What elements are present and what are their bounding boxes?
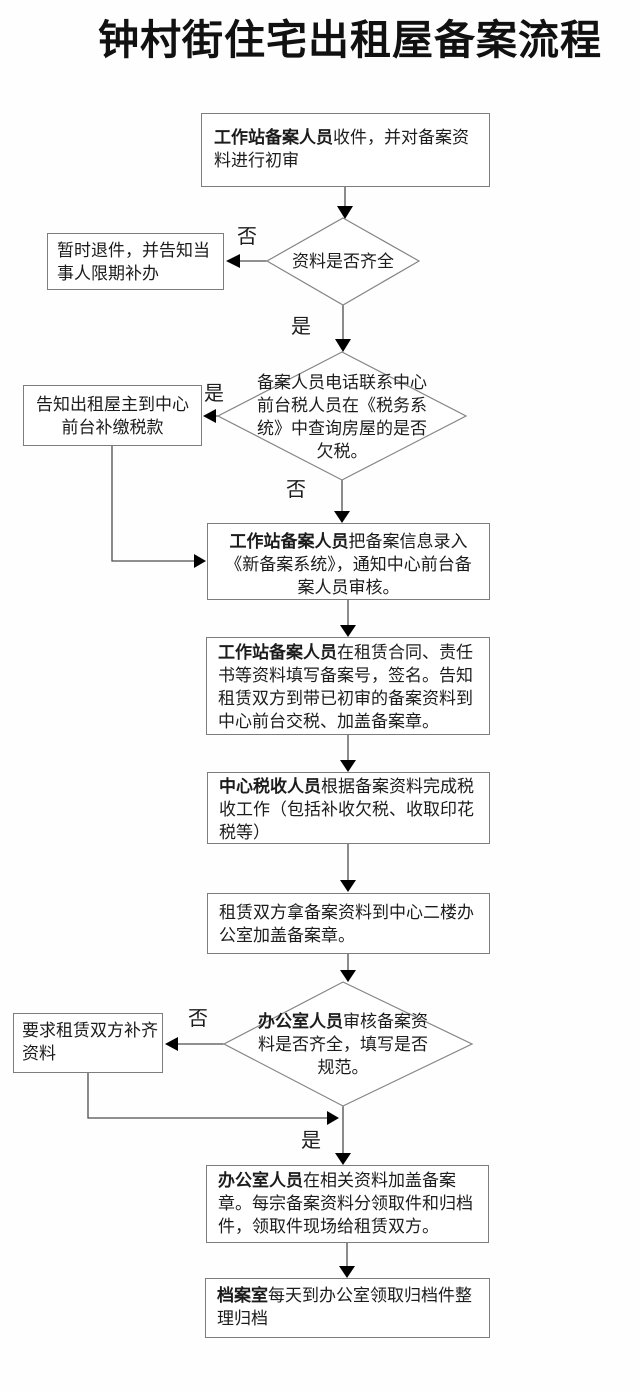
step-notify-tax-box: 告知出租屋主到中心 前台补缴税款 — [23, 385, 202, 446]
arrowhead-right-2 — [327, 1111, 339, 1125]
page-title: 钟村街住宅出租屋备案流程 — [98, 17, 602, 63]
arrowhead-down-7 — [340, 970, 356, 982]
decision-material-complete-label: 资料是否齐全 — [292, 252, 394, 271]
arrowhead-down-5 — [340, 760, 356, 772]
arrowhead-down-1 — [337, 206, 353, 219]
decision-office-check-role: 办公室人员 — [258, 1012, 343, 1031]
arrowhead-down-6 — [340, 880, 356, 892]
arrowhead-left-1 — [226, 254, 240, 268]
branch-no-label-3: 否 — [188, 1008, 208, 1030]
step-receive-text: 收件，并对备案资 料进行初审 — [214, 128, 469, 170]
edge-notify-to-input — [111, 446, 194, 562]
decision-office-check-label: 审核备案资 料是否齐全，填写是否 规范。 — [258, 1012, 428, 1077]
arrowhead-down-9 — [339, 1266, 355, 1278]
diamond-material-complete — [265, 217, 421, 306]
branch-no-label-2: 否 — [286, 479, 306, 501]
step-office-stamp-text: 在相关资料加盖备案 章。每宗备案资料分领取件和归档 件，领取件现场给租赁双方。 — [218, 1171, 473, 1236]
step-office-stamp-box: 办公室人员在相关资料加盖备案 章。每宗备案资料分领取件和归档 件，领取件现场给租… — [206, 1165, 489, 1243]
diamond-tax-owed — [216, 351, 468, 481]
arrowhead-down-2 — [335, 339, 351, 352]
arrowhead-down-4 — [340, 625, 356, 637]
step-return-box: 暂时退件，并告知当 事人限期补办 — [47, 233, 224, 290]
step-receive-role: 工作站备案人员 — [214, 128, 333, 147]
step-archive-text: 每天到办公室领取归档件整 理归档 — [217, 1286, 472, 1328]
arrowhead-left-2 — [203, 409, 216, 423]
step-stamp-box: 租赁双方拿备案资料到中心二楼办 公室加盖备案章。 — [207, 893, 490, 954]
edge-supplement-return — [87, 1073, 327, 1119]
diamond-office-check — [222, 981, 474, 1107]
branch-no-label-1: 否 — [237, 226, 257, 248]
decision-tax-owed-text: 备案人员电话联系中心 前台税人员在《税务系 统》中查询房屋的是否 欠税。 — [250, 371, 434, 463]
branch-yes-label-3: 是 — [301, 1130, 321, 1152]
arrowhead-down-3 — [334, 511, 350, 523]
decision-office-check-text: 办公室人员审核备案资 料是否齐全，填写是否 规范。 — [251, 1010, 435, 1079]
arrowhead-left-3 — [165, 1037, 178, 1051]
decision-tax-owed-label: 备案人员电话联系中心 前台税人员在《税务系 统》中查询房屋的是否 欠税。 — [257, 373, 427, 461]
step-fill-number-box: 工作站备案人员在租赁合同、责任 书等资料填写备案号，签名。告知 租赁双方到带已初… — [206, 637, 490, 735]
arrowheads — [165, 206, 356, 1278]
step-archive-box: 档案室每天到办公室领取归档件整 理归档 — [205, 1278, 490, 1338]
step-fill-number-text: 在租赁合同、责任 书等资料填写备案号，签名。告知 租赁双方到带已初审的备案资料到… — [218, 643, 473, 731]
step-fill-number-role: 工作站备案人员 — [218, 643, 337, 662]
step-input-system-box: 工作站备案人员把备案信息录入 《新备案系统》，通知中心前台备 案人员审核。 — [207, 523, 490, 600]
step-tax-work-box: 中心税收人员根据备案资料完成税 收工作（包括补收欠税、收取印花 税等） — [207, 772, 490, 844]
branch-yes-label-2: 是 — [204, 383, 224, 405]
arrowhead-right-1 — [194, 554, 206, 568]
step-receive-box: 工作站备案人员收件，并对备案资 料进行初审 — [201, 113, 490, 187]
branch-yes-label-1: 是 — [291, 316, 311, 338]
step-supplement-text: 要求租赁双方补齐 资料 — [22, 1021, 158, 1063]
decision-diamonds — [216, 217, 474, 1107]
step-notify-tax-text: 告知出租屋主到中心 前台补缴税款 — [36, 395, 189, 437]
step-supplement-box: 要求租赁双方补齐 资料 — [13, 1013, 163, 1073]
step-office-stamp-role: 办公室人员 — [218, 1171, 303, 1190]
step-return-text: 暂时退件，并告知当 事人限期补办 — [57, 241, 210, 283]
step-stamp-text: 租赁双方拿备案资料到中心二楼办 公室加盖备案章。 — [219, 903, 474, 945]
step-archive-role: 档案室 — [217, 1286, 268, 1305]
arrowhead-down-8 — [335, 1153, 351, 1165]
step-input-system-role: 工作站备案人员 — [229, 532, 349, 551]
step-input-system-text: 把备案信息录入 《新备案系统》，通知中心前台备 案人员审核。 — [225, 532, 472, 597]
step-tax-work-text: 根据备案资料完成税 收工作（包括补收欠税、收取印花 税等） — [219, 777, 474, 842]
step-tax-work-role: 中心税收人员 — [219, 777, 321, 796]
decision-material-complete-text: 资料是否齐全 — [283, 250, 403, 273]
